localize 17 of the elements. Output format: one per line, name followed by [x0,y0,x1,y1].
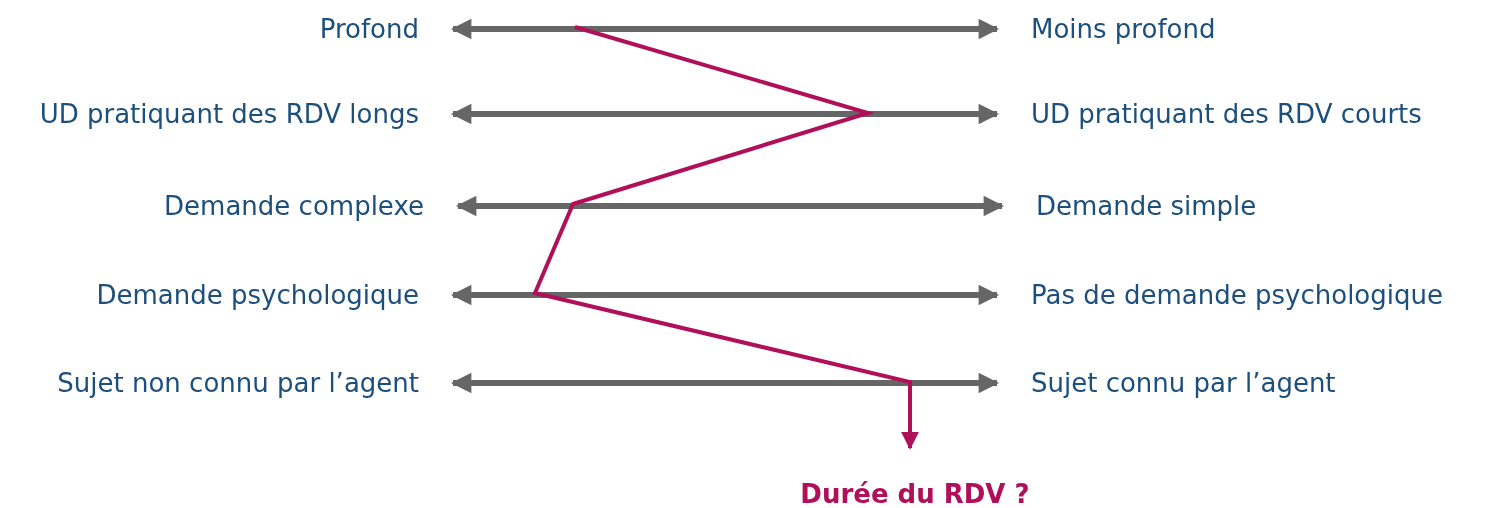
scale-end-label: Demande simple [1036,191,1257,221]
scale-end-label: Profond [319,14,419,44]
scale-end-label: UD pratiquant des RDV courts [1031,99,1422,129]
double-arrow [450,284,1000,306]
scale-end-label: Pas de demande psychologique [1031,280,1443,310]
scale-end-label: Sujet non connu par l’agent [57,368,419,398]
scale-end-label: Sujet connu par l’agent [1031,368,1336,398]
double-arrow [455,195,1005,217]
scale-end-label: Demande psychologique [96,280,419,310]
scale-end-label: UD pratiquant des RDV longs [39,99,419,129]
scale-end-label: Moins profond [1031,14,1216,44]
zigzag-arrow [532,25,919,450]
double-arrow [450,103,1000,125]
double-arrow [450,18,1000,40]
result-label: Durée du RDV ? [800,479,1030,508]
double-arrow [450,372,1000,394]
scale-end-label: Demande complexe [164,191,424,221]
